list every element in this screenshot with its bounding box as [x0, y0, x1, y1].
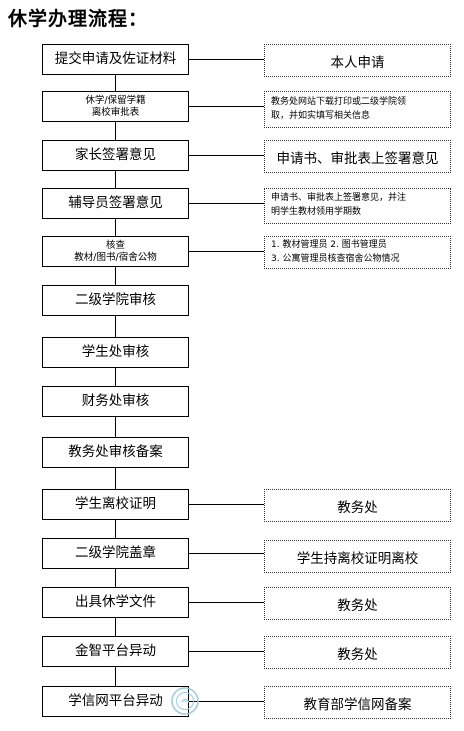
flow-note-box: 学生持离校证明离校	[264, 540, 451, 573]
flow-step-box: 家长签署意见	[42, 140, 189, 171]
flow-step-label: 核查	[105, 239, 125, 251]
flow-note-box: 教务处网站下载打印或二级学院领取，并如实填写相关信息	[264, 91, 451, 128]
flow-step-label: 学生离校证明	[75, 496, 156, 513]
flow-step-box: 财务处审核	[42, 386, 189, 417]
flow-step-box: 休学/保留学籍离校审批表	[42, 91, 189, 122]
flow-note-label: 申请书、审批表上签署意见，并注	[271, 193, 407, 204]
flow-note-label: 本人申请	[330, 54, 385, 71]
flow-step-label: 学信网平台异动	[68, 693, 163, 710]
flow-note-box: 教务处	[264, 636, 451, 669]
flow-note-box: 1. 教材管理员 2. 图书管理员 3. 公寓管理员核查宿舍公物情况	[264, 236, 451, 269]
flow-step-box: 二级学院审核	[42, 285, 189, 316]
flow-step-box: 核查教材/图书/宿舍公物	[42, 236, 189, 267]
flow-note-label: 教务处	[337, 597, 378, 614]
flow-note-label: 教务处网站下载打印或二级学院领	[271, 96, 407, 107]
flow-note-box: 教务处	[264, 587, 451, 620]
flow-note-label: 1. 教材管理员 2. 图书管理员	[271, 239, 387, 250]
flow-step-box: 教务处审核备案	[42, 437, 189, 468]
flow-step-box: 学生离校证明	[42, 489, 189, 520]
flow-note-label: 教育部学信网备案	[303, 696, 412, 713]
flow-step-box: 金智平台异动	[42, 636, 189, 667]
flow-step-box: 辅导员签署意见	[42, 188, 189, 219]
flow-step-label: 学生处审核	[81, 344, 150, 361]
flow-step-label: 出具休学文件	[75, 594, 156, 611]
flow-step-label: 教务处审核备案	[68, 444, 163, 461]
page-title: 休学办理流程：	[8, 8, 149, 30]
flow-note-label: 明学生教材领用学期数	[271, 207, 362, 217]
flow-note-label: 学生持离校证明离校	[296, 550, 419, 567]
flow-note-box: 本人申请	[264, 44, 451, 77]
flow-note-box: 教务处	[264, 489, 451, 522]
flow-note-label: 取，并如实填写相关信息	[271, 110, 371, 121]
flow-step-label: 家长签署意见	[75, 147, 156, 164]
flow-step-label: 二级学院盖章	[75, 545, 156, 562]
flow-step-box: 提交申请及佐证材料	[42, 44, 189, 75]
flow-step-label: 提交申请及佐证材料	[54, 51, 177, 68]
flow-note-box: 申请书、审批表上签署意见	[264, 140, 451, 173]
flow-note-label: 申请书、审批表上签署意见	[276, 150, 439, 167]
flow-note-label: 教务处	[337, 499, 378, 516]
flow-note-box: 申请书、审批表上签署意见，并注明学生教材领用学期数	[264, 188, 451, 224]
school-seal-watermark-icon	[171, 687, 199, 715]
flow-step-box: 二级学院盖章	[42, 538, 189, 569]
flow-step-label: 辅导员签署意见	[68, 195, 163, 212]
flow-step-label: 财务处审核	[81, 393, 150, 410]
flow-step-label: 休学/保留学籍	[85, 94, 146, 106]
flow-note-label: 3. 公寓管理员核查宿舍公物情况	[271, 253, 400, 264]
flow-step-box: 出具休学文件	[42, 587, 189, 618]
flow-step-label: 金智平台异动	[75, 643, 156, 660]
flow-step-label: 二级学院审核	[75, 292, 156, 309]
flow-step-box: 学生处审核	[42, 337, 189, 368]
flow-note-label: 教务处	[337, 646, 378, 663]
flow-note-box: 教育部学信网备案	[264, 686, 451, 719]
flow-step-label: 离校审批表	[91, 106, 140, 118]
flow-step-label: 教材/图书/宿舍公物	[74, 251, 157, 263]
flow-step-box: 学信网平台异动	[42, 686, 189, 717]
